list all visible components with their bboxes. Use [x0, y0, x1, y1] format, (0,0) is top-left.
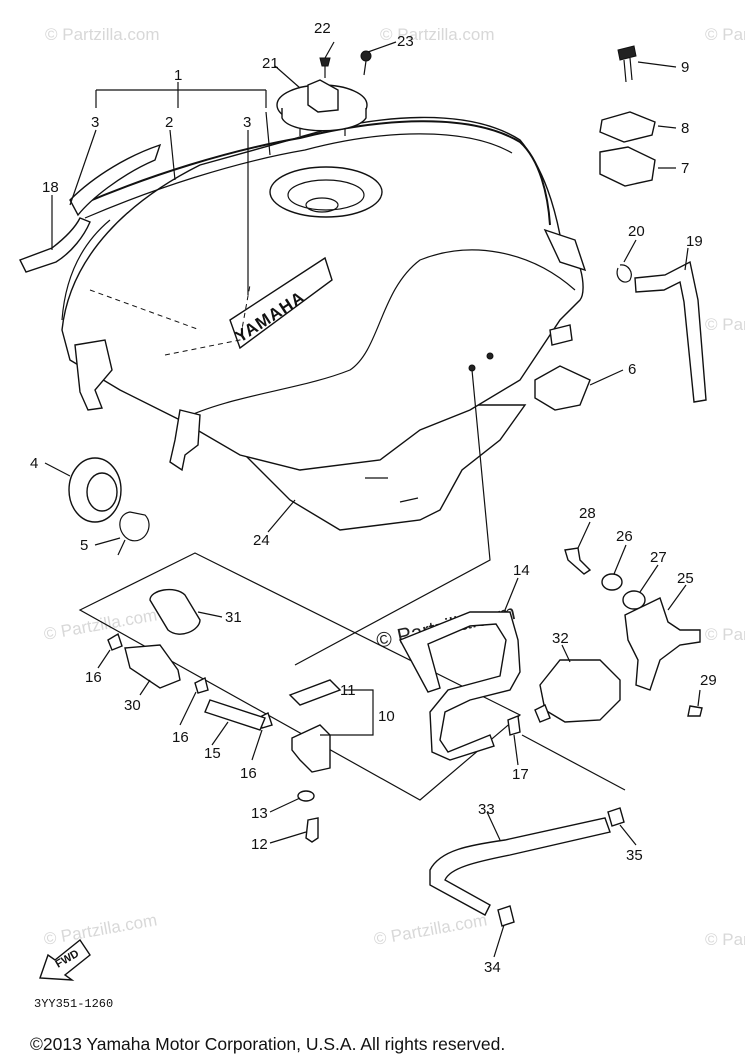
sleeve-31 [149, 588, 201, 635]
callout-11: 11 [340, 682, 356, 699]
callout-5: 5 [80, 537, 88, 554]
band-5 [117, 511, 150, 556]
callout-29: 29 [700, 672, 717, 689]
hose-15 [204, 699, 266, 731]
watermark: © Partzilla.com [705, 930, 745, 949]
callout-16: 16 [85, 669, 102, 686]
bolt-23 [360, 50, 372, 76]
connector-line [294, 369, 491, 666]
clamp-16b [194, 676, 209, 694]
callout-13: 13 [251, 805, 268, 822]
clamp-35 [607, 807, 625, 827]
watermark: © Partzilla.com [705, 315, 745, 334]
callout-20: 20 [628, 223, 645, 240]
callout-17: 17 [512, 766, 529, 783]
callout-14: 14 [513, 562, 530, 579]
callout-25: 25 [677, 570, 694, 587]
fuel-pump-32 [539, 659, 621, 723]
leader-lines [44, 41, 701, 958]
gasket-11 [288, 679, 342, 706]
callout-10: 10 [378, 708, 395, 725]
callout-28: 28 [579, 505, 596, 522]
watermark: © Partzilla.com [42, 910, 158, 949]
bolt-22 [319, 57, 331, 78]
callout-15: 15 [204, 745, 221, 762]
callout-18: 18 [42, 179, 59, 196]
clamp-17 [507, 715, 521, 736]
washer-13 [297, 790, 315, 802]
clamp-16a [107, 632, 123, 651]
bolt-28 [564, 547, 592, 575]
bolt-9 [617, 45, 637, 83]
callout-3: 3 [243, 114, 251, 131]
diagram-code: 3YY351-1260 [34, 997, 113, 1011]
callout-2: 2 [165, 114, 173, 131]
callout-26: 26 [616, 528, 633, 545]
watermark: © Partzilla.com [380, 25, 495, 44]
callout-7: 7 [681, 160, 689, 177]
callout-35: 35 [626, 847, 643, 864]
fuel-cap [276, 79, 368, 136]
screw-29 [687, 705, 703, 717]
callouts: 1 2 3 3 4 5 6 7 8 9 10 11 12 13 14 15 16… [30, 20, 717, 976]
callout-24: 24 [253, 532, 270, 549]
callout-12: 12 [251, 836, 268, 853]
watermark: © Partzilla.com [705, 25, 745, 44]
callout-31: 31 [225, 609, 242, 626]
cap-4 [68, 457, 122, 523]
pump-outlet [534, 704, 551, 723]
watermark: © Partzilla.com [705, 625, 745, 644]
callout-4: 4 [30, 455, 38, 472]
callout-27: 27 [650, 549, 667, 566]
callout-19: 19 [686, 233, 703, 250]
callout-1: 1 [174, 67, 182, 84]
clip-20 [616, 264, 632, 283]
damper-7 [599, 146, 656, 187]
filter-30 [124, 644, 181, 689]
valve-10 [291, 724, 331, 773]
hose-33 [429, 817, 611, 916]
callout-6: 6 [628, 361, 636, 378]
callout-23: 23 [397, 33, 414, 50]
callout-16: 16 [172, 729, 189, 746]
plate-8 [599, 111, 656, 143]
callout-22: 22 [314, 20, 331, 37]
hose-14 [399, 611, 521, 761]
watermark: © Partzilla.com [45, 25, 160, 44]
callout-8: 8 [681, 120, 689, 137]
callout-32: 32 [552, 630, 569, 647]
connector-line-2 [521, 734, 626, 791]
watermark: © Partzilla.com [372, 910, 488, 949]
copyright-notice: ©2013 Yamaha Motor Corporation, U.S.A. A… [30, 1034, 505, 1054]
clamp-34 [497, 905, 515, 927]
grommet-26 [601, 573, 623, 591]
callout-30: 30 [124, 697, 141, 714]
breather-hose-19 [634, 260, 707, 403]
callout-33: 33 [478, 801, 495, 818]
callout-16: 16 [240, 765, 257, 782]
damper-27 [622, 590, 646, 610]
watermark: © Partzilla.com [42, 605, 158, 644]
callout-34: 34 [484, 959, 501, 976]
callout-9: 9 [681, 59, 689, 76]
callout-3: 3 [91, 114, 99, 131]
screw-12 [305, 817, 319, 843]
damper-6 [534, 365, 591, 411]
bracket-25 [624, 597, 701, 691]
callout-21: 21 [262, 55, 279, 72]
fuel-tank: YAMAHA [61, 116, 587, 531]
strap-18 [19, 217, 91, 273]
